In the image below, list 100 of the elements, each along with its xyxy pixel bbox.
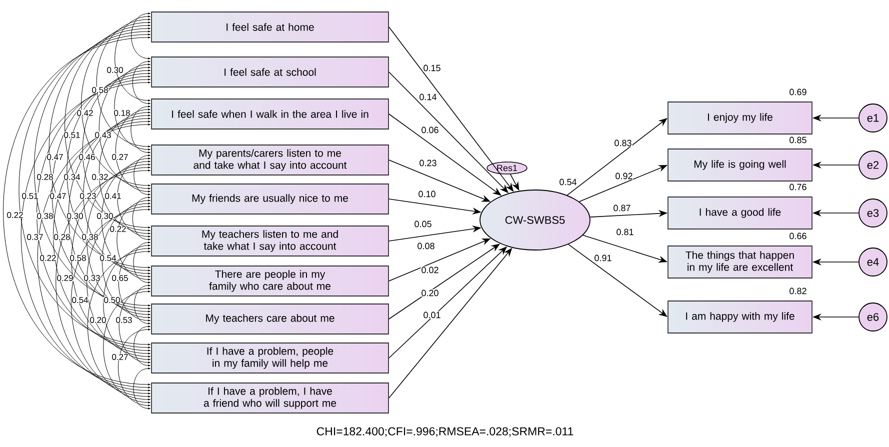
covariance-arc bbox=[53, 120, 150, 352]
covariance-label: 0.50 bbox=[103, 296, 121, 304]
covariance-label: 0.28 bbox=[53, 234, 71, 240]
covariance-arc bbox=[133, 368, 150, 410]
edge-label: 0.20 bbox=[420, 289, 440, 297]
outcome-box: My life is going well bbox=[668, 148, 812, 182]
covariance-arc bbox=[102, 202, 150, 318]
covariance-label: 0.30 bbox=[66, 212, 84, 220]
covariance-arc bbox=[36, 78, 150, 348]
covariance-label: 0.20 bbox=[89, 316, 107, 324]
covariance-arc bbox=[86, 164, 150, 316]
covariance-label: 0.18 bbox=[113, 110, 131, 116]
covariance-arc bbox=[66, 72, 150, 272]
predictor-box: I feel safe when I walk in the area I live in bbox=[151, 98, 389, 130]
covariance-arc bbox=[18, 34, 150, 346]
predictor-box: If I have a problem, I have a friend who will support me bbox=[151, 382, 389, 414]
predictor-box: My teachers listen to me and take what I say into account bbox=[151, 226, 389, 256]
covariance-label: 0.28 bbox=[36, 174, 54, 180]
predictor-box: My friends are usually nice to me bbox=[151, 184, 389, 214]
outcome-box: The things that happen in my life are excellent bbox=[668, 246, 812, 278]
outcome-box: I enjoy my life bbox=[668, 102, 812, 134]
value-label: 0.69 bbox=[790, 88, 806, 96]
covariance-label: 0.46 bbox=[78, 154, 96, 160]
edge-label: 0.14 bbox=[418, 93, 438, 101]
covariance-arc bbox=[34, 30, 150, 306]
covariance-arc bbox=[96, 18, 150, 148]
covariance-arc bbox=[118, 244, 150, 322]
covariance-label: 0.23 bbox=[79, 192, 97, 200]
covariance-arc bbox=[64, 24, 150, 228]
covariance-label: 0.33 bbox=[83, 274, 101, 282]
covariance-arc bbox=[37, 124, 150, 392]
covariance-arc bbox=[114, 16, 150, 102]
edge-label: 0.08 bbox=[416, 242, 436, 250]
value-label: 0.66 bbox=[790, 232, 806, 240]
covariance-label: 0.58 bbox=[91, 86, 109, 94]
edge-label: 0.81 bbox=[616, 228, 634, 236]
covariance-label: 0.47 bbox=[46, 154, 64, 160]
covariance-label: 0.43 bbox=[94, 132, 112, 138]
covariance-arc bbox=[134, 284, 150, 324]
covariance-label: 0.51 bbox=[21, 192, 39, 200]
covariance-arc bbox=[83, 114, 150, 274]
covariance-arc bbox=[116, 200, 150, 280]
covariance-label: 0.22 bbox=[39, 254, 57, 262]
covariance-arc bbox=[118, 328, 150, 406]
value-label: 0.54 bbox=[560, 178, 576, 186]
edge-label: 0.91 bbox=[594, 254, 612, 262]
predictor-box: My teachers care about me bbox=[151, 304, 389, 334]
covariance-arc bbox=[20, 82, 150, 388]
covariance-label: 0.58 bbox=[69, 254, 87, 262]
covariance-arc bbox=[98, 112, 150, 234]
predictor-box: I feel safe at home bbox=[151, 12, 389, 42]
covariance-label: 0.38 bbox=[81, 234, 99, 240]
covariance-arc bbox=[56, 170, 150, 394]
value-label: 0.85 bbox=[790, 136, 806, 144]
covariance-label: 0.22 bbox=[109, 226, 127, 232]
edge-label: 0.83 bbox=[614, 139, 632, 147]
covariance-arc bbox=[81, 22, 150, 186]
edge-label: 0.01 bbox=[422, 311, 442, 319]
caption: CHI=182.400;CFI=.996;RMSEA=.028;SRMR=.011 bbox=[316, 427, 574, 437]
covariance-arc bbox=[52, 76, 150, 310]
covariance-arc bbox=[103, 290, 150, 404]
edge-label: 0.10 bbox=[418, 190, 436, 198]
edge-label: 0.87 bbox=[612, 204, 632, 212]
edge-label: 0.15 bbox=[422, 64, 442, 72]
covariance-label: 0.27 bbox=[111, 154, 129, 160]
covariance-arc bbox=[86, 206, 150, 358]
covariance-arc bbox=[70, 208, 150, 398]
covariance-arc bbox=[132, 196, 150, 240]
edge-label: 0.02 bbox=[420, 266, 440, 274]
covariance-arc bbox=[3, 36, 150, 386]
covariance-label: 0.65 bbox=[111, 274, 129, 282]
covariance-arc bbox=[101, 160, 150, 278]
covariance-label: 0.53 bbox=[115, 316, 133, 324]
covariance-label: 0.37 bbox=[26, 234, 44, 240]
covariance-arc bbox=[98, 66, 150, 190]
covariance-arc bbox=[103, 248, 150, 360]
covariance-arc bbox=[133, 242, 150, 284]
edge-label: 0.05 bbox=[414, 220, 432, 228]
covariance-label: 0.34 bbox=[63, 174, 81, 180]
covariance-label: 0.41 bbox=[104, 192, 122, 200]
edge-label: 0.92 bbox=[614, 172, 634, 180]
covariance-arc bbox=[117, 158, 150, 238]
covariance-arc bbox=[132, 60, 150, 104]
covariance-label: 0.42 bbox=[76, 110, 94, 116]
covariance-arc bbox=[115, 108, 150, 192]
covariance-label: 0.27 bbox=[111, 354, 129, 360]
predictor-box: I feel safe at school bbox=[151, 56, 389, 88]
predictor-box: My parents/carers listen to me and take what I say into account bbox=[151, 144, 389, 176]
covariance-label: 0.38 bbox=[36, 212, 54, 220]
covariance-arc bbox=[87, 250, 150, 400]
covariance-arc bbox=[130, 106, 150, 154]
covariance-label: 0.51 bbox=[63, 132, 81, 138]
edge-label: 0.06 bbox=[420, 126, 440, 134]
edge-label: 0.23 bbox=[418, 159, 438, 167]
covariance-arc bbox=[114, 64, 150, 150]
covariance-label: 0.32 bbox=[91, 174, 109, 180]
value-label: 0.76 bbox=[790, 184, 806, 190]
covariance-label: 0.29 bbox=[56, 274, 74, 282]
predictor-box: There are people in my family who care about me bbox=[151, 266, 389, 296]
covariance-label: 0.30 bbox=[96, 212, 114, 220]
